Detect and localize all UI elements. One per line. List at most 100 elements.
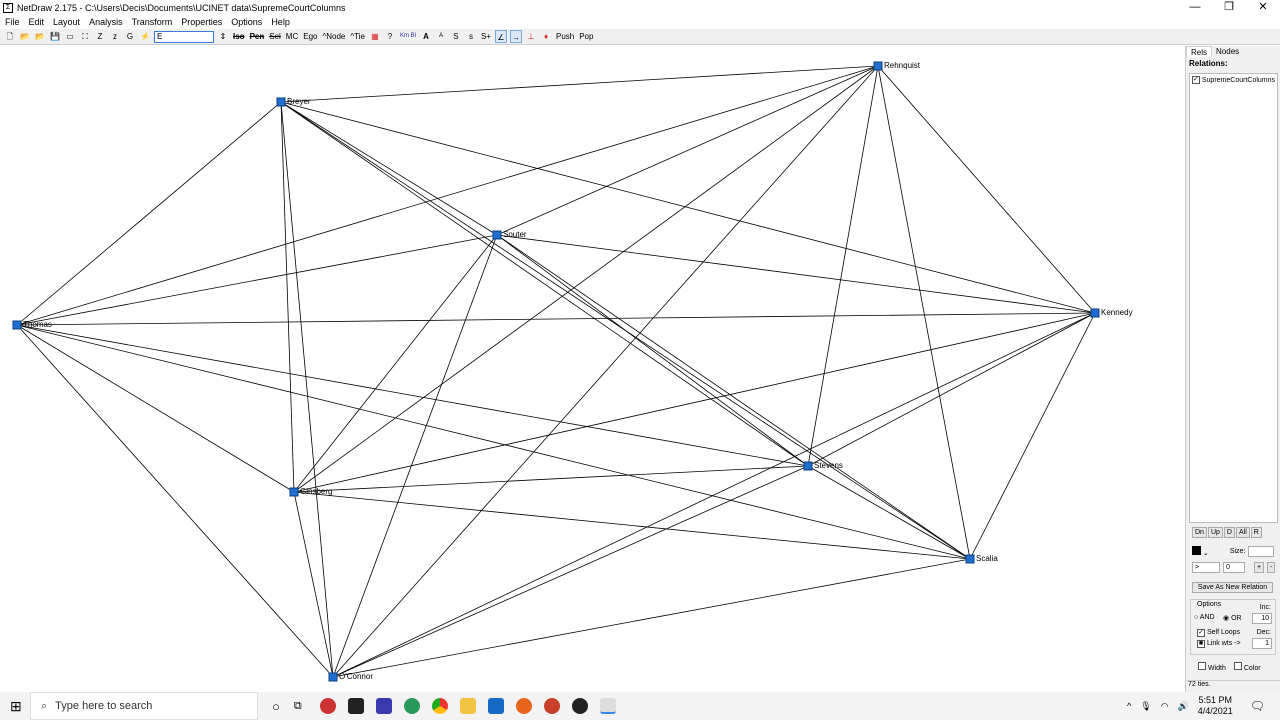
notifications-icon[interactable]: 🗨 bbox=[1249, 699, 1265, 713]
inc-field[interactable]: 10 bbox=[1252, 613, 1272, 624]
iso-button[interactable]: Iso bbox=[233, 32, 245, 41]
zoom-in-button[interactable]: Z bbox=[97, 32, 103, 41]
threshold-field[interactable]: 0 bbox=[1223, 562, 1245, 573]
task-view-icon[interactable]: ⧉ bbox=[293, 699, 302, 712]
node[interactable] bbox=[276, 97, 286, 107]
menu-edit[interactable]: Edit bbox=[28, 17, 45, 27]
tie-4-8[interactable] bbox=[332, 312, 1096, 678]
app-icon-4[interactable] bbox=[403, 698, 420, 714]
tie-0-1[interactable] bbox=[280, 65, 879, 103]
ego-button[interactable]: Ego bbox=[303, 32, 318, 41]
maximize-button[interactable]: ❐ bbox=[1224, 1, 1234, 13]
close-button[interactable]: ✕ bbox=[1258, 1, 1268, 13]
node[interactable] bbox=[328, 672, 338, 682]
tab-rels[interactable]: Rels bbox=[1186, 46, 1213, 57]
tie-0-6[interactable] bbox=[280, 101, 295, 493]
volume-icon[interactable]: 🔊 bbox=[1177, 700, 1189, 711]
node-label[interactable]: Souter bbox=[503, 230, 527, 239]
kmbl-button[interactable]: Km Bl bbox=[399, 33, 416, 39]
self-loops-checkbox[interactable]: ✓ Self Loops bbox=[1197, 629, 1241, 637]
tie-button[interactable]: ^Tie bbox=[350, 32, 365, 41]
tie-1-7[interactable] bbox=[877, 65, 971, 560]
menu-analysis[interactable]: Analysis bbox=[89, 17, 123, 27]
minimize-button[interactable]: — bbox=[1189, 1, 1201, 13]
mc-button[interactable]: MC bbox=[285, 32, 299, 41]
spinner[interactable]: ⇕ bbox=[219, 32, 227, 41]
tie-2-8[interactable] bbox=[332, 234, 498, 678]
tie-1-8[interactable] bbox=[332, 65, 879, 678]
node[interactable] bbox=[492, 230, 502, 240]
tie-1-2[interactable] bbox=[496, 65, 879, 236]
node-button[interactable]: ^Node bbox=[322, 32, 346, 41]
tie-4-5[interactable] bbox=[807, 312, 1096, 467]
tie-0-3[interactable] bbox=[16, 101, 282, 326]
font-small-button[interactable]: A bbox=[438, 33, 443, 39]
size-small-button[interactable]: s bbox=[468, 32, 473, 41]
d-button[interactable]: D bbox=[1223, 527, 1235, 538]
file-explorer-icon[interactable] bbox=[459, 698, 476, 714]
down-button[interactable]: Dn bbox=[1192, 527, 1207, 538]
windows-start-icon[interactable]: ⊞ bbox=[10, 698, 22, 714]
link-wts-checkbox[interactable]: ■ Link wts -> bbox=[1197, 640, 1241, 648]
size-large-button[interactable]: S bbox=[453, 32, 459, 41]
chevron-up-icon[interactable]: ^ bbox=[1126, 701, 1132, 711]
tie-3-7[interactable] bbox=[16, 324, 971, 560]
powerpoint-icon[interactable] bbox=[543, 698, 560, 714]
zoom-out-button[interactable]: z bbox=[113, 32, 117, 41]
tie-4-7[interactable] bbox=[969, 312, 1096, 560]
tie-width-button[interactable]: ⊥ bbox=[527, 32, 535, 41]
r-button[interactable]: R bbox=[1250, 527, 1262, 538]
tie-3-5[interactable] bbox=[16, 324, 809, 467]
pop-button[interactable]: Pop bbox=[579, 32, 594, 41]
tie-6-7[interactable] bbox=[293, 491, 971, 560]
push-button[interactable]: Push bbox=[555, 32, 575, 41]
tie-2-6[interactable] bbox=[293, 234, 498, 493]
size-plus-button[interactable]: S+ bbox=[480, 32, 491, 41]
menu-help[interactable]: Help bbox=[271, 17, 290, 27]
tie-6-8[interactable] bbox=[293, 491, 334, 678]
node-label[interactable]: Thomas bbox=[23, 320, 52, 329]
sel-button[interactable]: Sel bbox=[269, 32, 281, 41]
obs-icon[interactable] bbox=[571, 698, 588, 714]
graph-button[interactable]: G bbox=[126, 32, 134, 41]
chrome-icon[interactable] bbox=[431, 698, 448, 714]
tie-1-5[interactable] bbox=[807, 65, 879, 467]
menu-layout[interactable]: Layout bbox=[53, 17, 81, 27]
tie-1-6[interactable] bbox=[293, 65, 879, 493]
tie-0-8[interactable] bbox=[280, 101, 334, 678]
menu-transform[interactable]: Transform bbox=[131, 17, 173, 27]
node-label[interactable]: Scalia bbox=[976, 554, 998, 563]
wifi-icon[interactable]: ◠ bbox=[1160, 700, 1169, 711]
tie-3-8[interactable] bbox=[16, 324, 334, 678]
node[interactable] bbox=[873, 61, 883, 71]
tie-3-4[interactable] bbox=[16, 312, 1096, 326]
or-radio[interactable]: ◉ OR bbox=[1223, 615, 1242, 622]
node-label[interactable]: Ginsberg bbox=[300, 487, 332, 496]
node-label[interactable]: Rehnquist bbox=[884, 61, 921, 70]
plus-button[interactable]: + bbox=[1254, 562, 1265, 573]
node-label[interactable]: Kennedy bbox=[1101, 308, 1133, 317]
tie-5-7[interactable] bbox=[807, 465, 971, 560]
tie-2-5[interactable] bbox=[496, 234, 809, 467]
node[interactable] bbox=[12, 320, 22, 330]
node-label[interactable]: O'Connor bbox=[339, 672, 373, 681]
cortana-icon[interactable]: ○ bbox=[272, 698, 280, 714]
font-large-button[interactable]: A bbox=[423, 32, 429, 41]
node[interactable] bbox=[1090, 308, 1100, 318]
width-checkbox[interactable]: Width bbox=[1198, 662, 1226, 672]
open-folder-button[interactable]: 📂 bbox=[35, 32, 45, 41]
relation-checkbox[interactable]: ✓ bbox=[1192, 76, 1200, 84]
tie-5-6[interactable] bbox=[293, 465, 809, 493]
headset-app-icon[interactable] bbox=[319, 698, 336, 714]
taskbar-search[interactable]: ⌕ Type here to search bbox=[30, 692, 258, 720]
new-file-button[interactable]: 🗋 bbox=[6, 32, 14, 41]
tie-0-4[interactable] bbox=[280, 101, 1096, 314]
tie-2-4[interactable] bbox=[496, 234, 1096, 314]
menu-file[interactable]: File bbox=[5, 17, 20, 27]
color-grid-icon[interactable]: ▦ bbox=[371, 32, 379, 41]
operator-select[interactable]: > bbox=[1192, 562, 1220, 573]
minus-button[interactable]: - bbox=[1267, 562, 1276, 573]
tab-nodes[interactable]: Nodes bbox=[1216, 47, 1240, 56]
curve-button[interactable]: ∠ bbox=[494, 30, 507, 43]
